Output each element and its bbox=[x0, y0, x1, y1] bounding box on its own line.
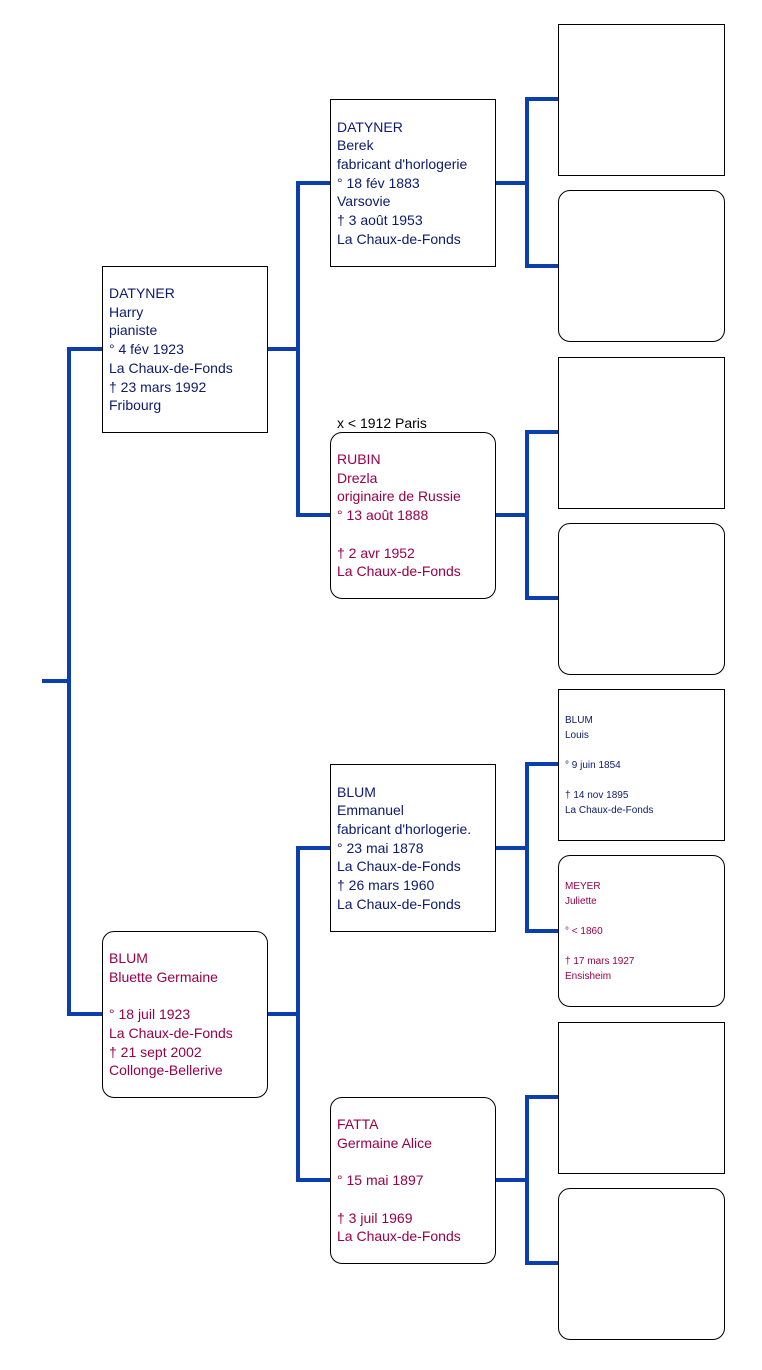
empty-person-card[interactable] bbox=[558, 1022, 725, 1174]
given-name: Harry bbox=[109, 303, 144, 320]
death-date: † 17 mars 1927 bbox=[565, 955, 635, 967]
person-card-emmanuel-blum[interactable]: BLUM Emmanuel fabricant d'horlogerie. ° … bbox=[330, 764, 496, 932]
occupation: pianiste bbox=[109, 322, 158, 339]
death-place: La Chaux-de-Fonds bbox=[337, 230, 461, 247]
death-date: † 23 mars 1992 bbox=[109, 378, 207, 395]
surname: MEYER bbox=[565, 880, 601, 892]
death-date: † 14 nov 1895 bbox=[565, 789, 629, 801]
surname: BLUM bbox=[337, 783, 376, 800]
death-place: Collonge-Bellerive bbox=[109, 1062, 223, 1079]
given-name: Berek bbox=[337, 137, 374, 154]
person-card-bluette-blum[interactable]: BLUM Bluette Germaine ° 18 juil 1923 La … bbox=[102, 931, 268, 1098]
occupation bbox=[565, 743, 724, 758]
birth-date: ° < 1860 bbox=[565, 925, 603, 937]
surname: BLUM bbox=[565, 714, 593, 726]
occupation bbox=[337, 1152, 495, 1171]
person-card-louis-blum[interactable]: BLUM Louis ° 9 juin 1854 † 14 nov 1895 L… bbox=[558, 689, 725, 841]
person-card-berek-datyner[interactable]: DATYNER Berek fabricant d'horlogerie ° 1… bbox=[330, 99, 496, 267]
person-card-drezla-rubin[interactable]: RUBIN Drezla originaire de Russie ° 13 a… bbox=[330, 432, 496, 599]
death-date: † 3 juil 1969 bbox=[337, 1209, 413, 1226]
empty-person-card[interactable] bbox=[558, 24, 725, 176]
given-name: Germaine Alice bbox=[337, 1134, 432, 1151]
person-card-harry-datyner[interactable]: DATYNER Harry pianiste ° 4 fév 1923 La C… bbox=[102, 266, 268, 433]
birth-place bbox=[337, 1190, 495, 1209]
occupation bbox=[565, 909, 724, 924]
given-name: Juliette bbox=[565, 895, 597, 907]
surname: DATYNER bbox=[337, 118, 403, 135]
marriage-label: x < 1912 Paris bbox=[337, 415, 427, 431]
surname: BLUM bbox=[109, 950, 148, 967]
death-place: La Chaux-de-Fonds bbox=[565, 804, 654, 816]
occupation: fabricant d'horlogerie bbox=[337, 155, 468, 172]
birth-date: ° 23 mai 1878 bbox=[337, 839, 424, 856]
death-place: La Chaux-de-Fonds bbox=[337, 895, 461, 912]
birth-place: La Chaux-de-Fonds bbox=[109, 1024, 233, 1041]
death-date: † 21 sept 2002 bbox=[109, 1043, 202, 1060]
person-card-germaine-fatta[interactable]: FATTA Germaine Alice ° 15 mai 1897 † 3 j… bbox=[330, 1097, 496, 1264]
empty-person-card[interactable] bbox=[558, 190, 725, 342]
given-name: Louis bbox=[565, 729, 589, 741]
death-date: † 3 août 1953 bbox=[337, 212, 423, 229]
empty-person-card[interactable] bbox=[558, 523, 725, 675]
surname: RUBIN bbox=[337, 451, 381, 468]
birth-place bbox=[565, 773, 724, 788]
birth-date: ° 18 fév 1883 bbox=[337, 174, 420, 191]
birth-place: La Chaux-de-Fonds bbox=[337, 858, 461, 875]
occupation: fabricant d'horlogerie. bbox=[337, 820, 472, 837]
death-date: † 2 avr 1952 bbox=[337, 544, 415, 561]
occupation bbox=[109, 986, 267, 1005]
death-place: Fribourg bbox=[109, 397, 162, 414]
given-name: Bluette Germaine bbox=[109, 968, 218, 985]
empty-person-card[interactable] bbox=[558, 1188, 725, 1340]
death-place: La Chaux-de-Fonds bbox=[337, 1228, 461, 1245]
birth-place: Varsovie bbox=[337, 193, 391, 210]
given-name: Drezla bbox=[337, 469, 378, 486]
birth-place: La Chaux-de-Fonds bbox=[109, 359, 233, 376]
birth-place bbox=[565, 939, 724, 954]
birth-date: ° 13 août 1888 bbox=[337, 507, 429, 524]
birth-date: ° 4 fév 1923 bbox=[109, 341, 184, 358]
occupation: originaire de Russie bbox=[337, 488, 461, 505]
person-card-juliette-meyer[interactable]: MEYER Juliette ° < 1860 † 17 mars 1927 E… bbox=[558, 855, 725, 1007]
death-place: La Chaux-de-Fonds bbox=[337, 563, 461, 580]
birth-date: ° 15 mai 1897 bbox=[337, 1172, 424, 1189]
empty-person-card[interactable] bbox=[558, 357, 725, 509]
surname: FATTA bbox=[337, 1116, 379, 1133]
death-place: Ensisheim bbox=[565, 970, 612, 982]
birth-date: ° 9 juin 1854 bbox=[565, 759, 621, 771]
birth-date: ° 18 juil 1923 bbox=[109, 1006, 191, 1023]
surname: DATYNER bbox=[109, 285, 175, 302]
death-date: † 26 mars 1960 bbox=[337, 877, 435, 894]
birth-place bbox=[337, 525, 495, 544]
given-name: Emmanuel bbox=[337, 802, 404, 819]
